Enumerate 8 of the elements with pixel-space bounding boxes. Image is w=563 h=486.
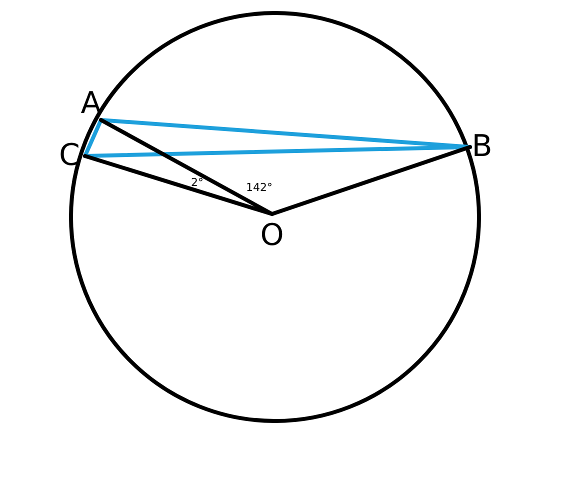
line-segment bbox=[83, 154, 274, 216]
point-label: O bbox=[256, 214, 288, 258]
point-label: A bbox=[80, 88, 102, 120]
angle-label: 2° bbox=[191, 177, 204, 188]
angle-label: 142° bbox=[246, 182, 272, 193]
point-label: B bbox=[470, 131, 494, 163]
point-label: C bbox=[54, 140, 85, 172]
line-segment bbox=[270, 145, 472, 216]
